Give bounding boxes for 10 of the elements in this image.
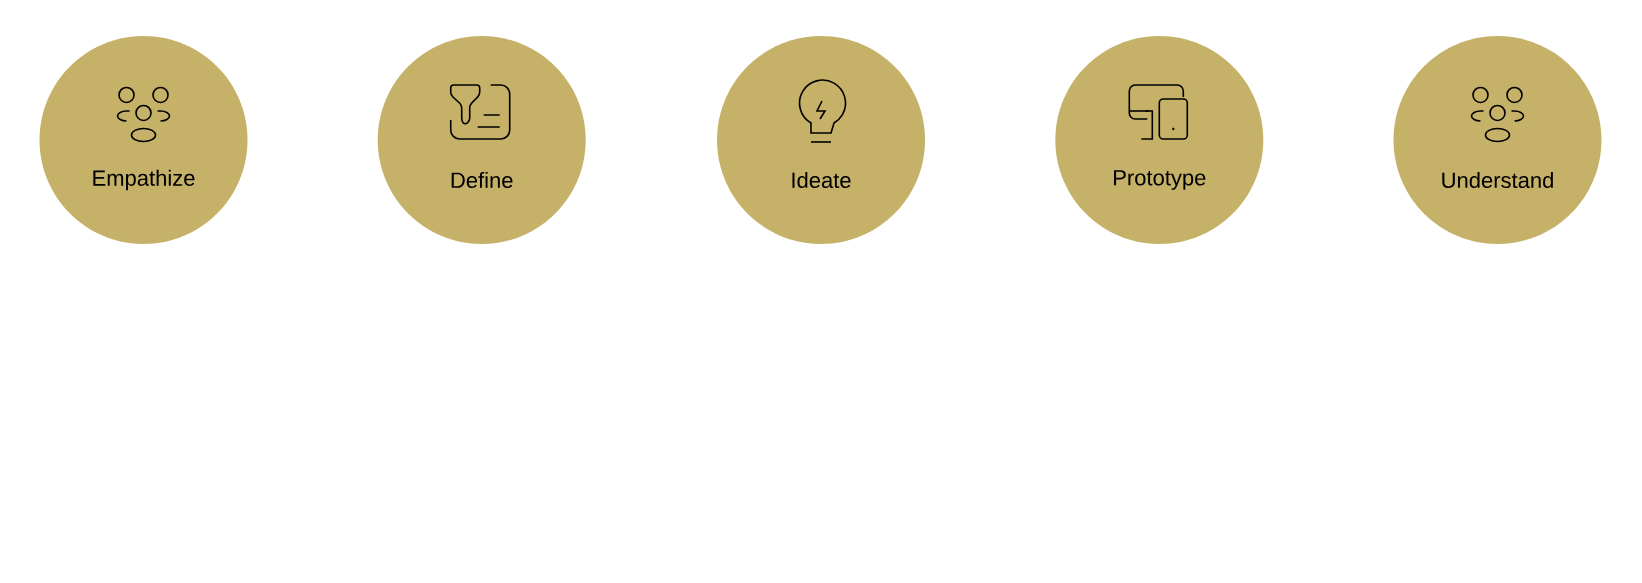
- stage-circle: [1055, 36, 1264, 244]
- stage-label: Empathize: [93, 169, 195, 191]
- stage-circle: [39, 36, 248, 244]
- stage-label: Understand: [1442, 171, 1553, 189]
- stage-label: Ideate: [792, 171, 851, 189]
- stage-label: Prototype: [1114, 170, 1206, 190]
- stage-circle: [1393, 36, 1602, 244]
- stage-circle: [717, 36, 925, 244]
- stage-label: Define: [451, 171, 513, 189]
- stage-circle: [377, 36, 586, 244]
